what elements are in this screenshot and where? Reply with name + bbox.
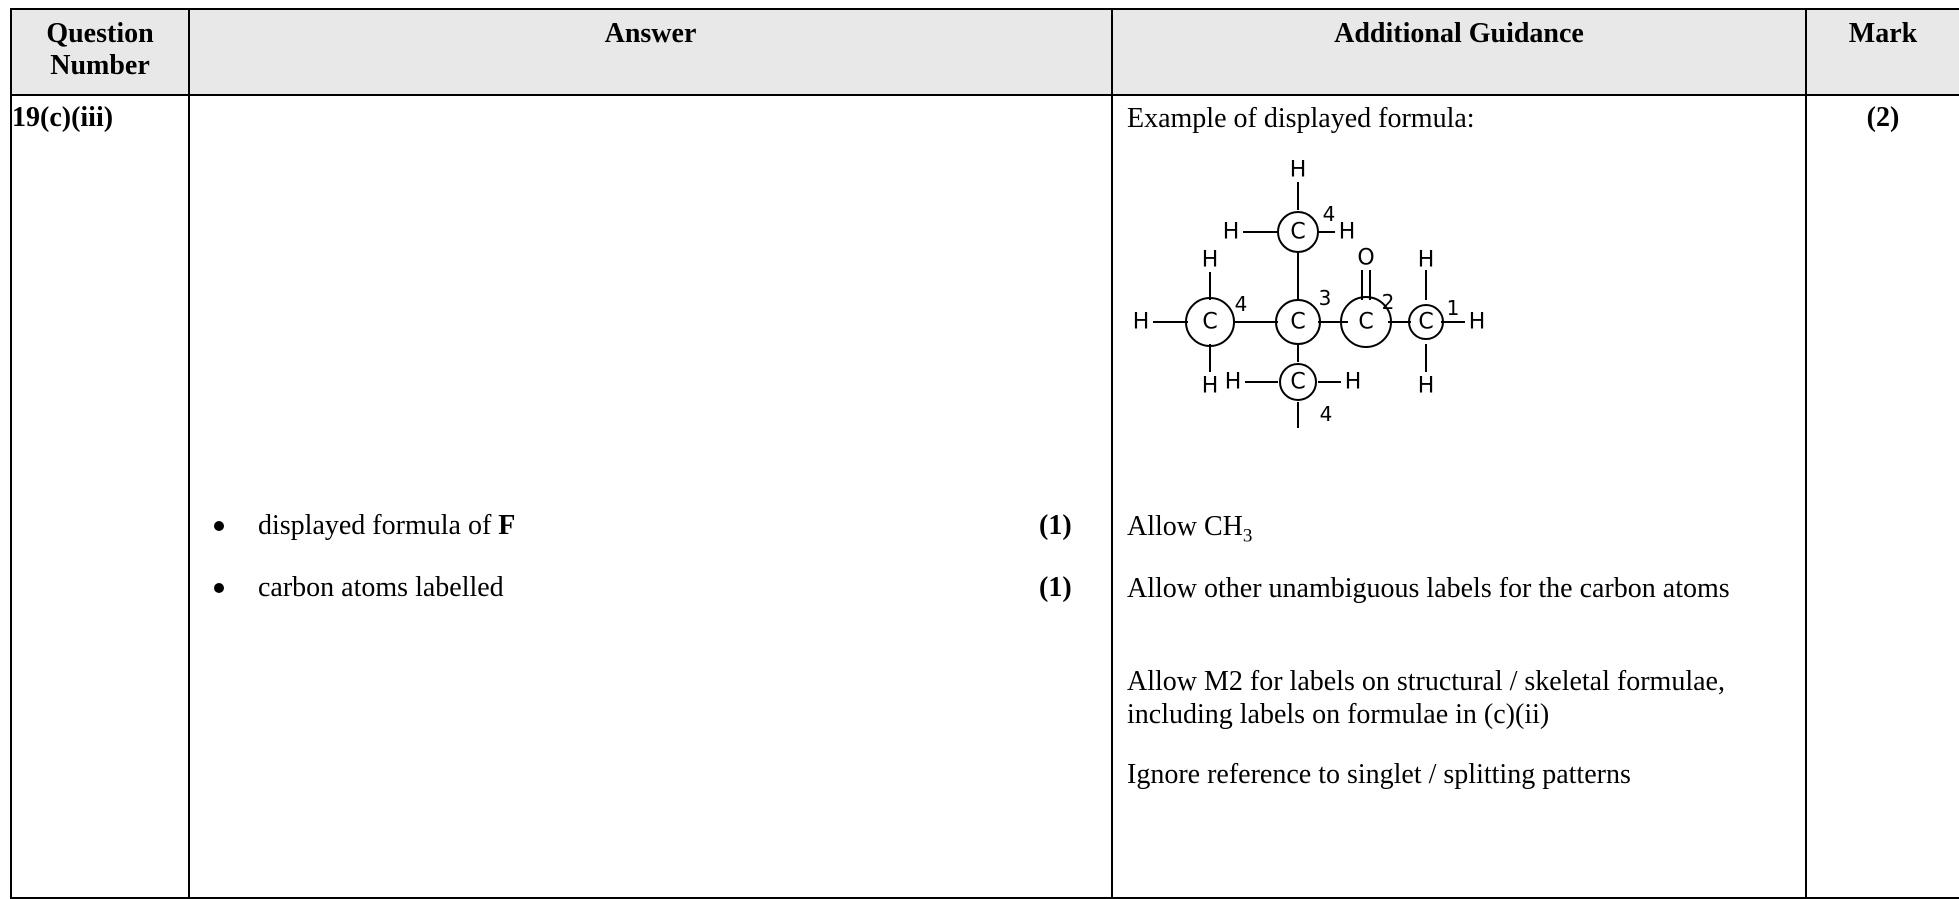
atom-h: H	[1345, 370, 1362, 395]
atom-o: O	[1357, 246, 1374, 271]
mark-scheme-table: Question Number Answer Additional Guidan…	[10, 8, 1959, 899]
guidance-ignore: Ignore reference to singlet / splitting …	[1127, 759, 1631, 790]
header-answer: Answer	[188, 8, 1113, 96]
atom-h: H	[1290, 158, 1307, 183]
guidance-allow-ch3: Allow CH3	[1127, 510, 1767, 553]
answer-text-2: carbon atoms labelled	[258, 572, 504, 603]
atom-h: H	[1225, 370, 1242, 395]
header-row: Question Number Answer Additional Guidan…	[10, 8, 1959, 96]
atom-c-left: C	[1202, 310, 1217, 335]
bullet-icon	[214, 520, 224, 531]
atom-h: H	[1418, 248, 1435, 273]
atom-h: H	[1290, 430, 1307, 433]
carbon-label-4-top: 4	[1323, 202, 1336, 226]
header-question-number-text: Question Number	[46, 18, 154, 81]
carbon-label-2: 2	[1382, 290, 1395, 314]
answer-bullet-2: carbon atoms labelled (1)	[214, 572, 1072, 604]
carbon-label-4-left: 4	[1235, 292, 1248, 316]
guidance-allow-m2: Allow M2 for labels on structural / skel…	[1127, 666, 1725, 730]
atom-h: H	[1202, 248, 1219, 273]
header-mark: Mark	[1805, 8, 1959, 96]
guidance-allow-labels: Allow other unambiguous labels for the c…	[1127, 573, 1730, 604]
question-number: 19(c)(iii)	[12, 102, 114, 133]
atom-h: H	[1223, 220, 1240, 245]
answer-mark-1: (1)	[1039, 510, 1072, 541]
guidance-cell: Example of displayed formula:	[1111, 94, 1807, 899]
answer-bold-1: F	[498, 510, 516, 541]
example-label: Example of displayed formula:	[1127, 103, 1475, 134]
carbon-label-3: 3	[1319, 286, 1332, 310]
answer-cell: displayed formula of F (1) carbon atoms …	[188, 94, 1113, 899]
carbon-label-1: 1	[1447, 296, 1460, 320]
atom-c-top: C	[1290, 220, 1305, 245]
guidance-allow-ch3-text: Allow CH	[1127, 511, 1243, 542]
atom-h: H	[1339, 220, 1356, 245]
answer-bullet-1: displayed formula of F (1)	[214, 510, 1072, 542]
table-row: 19(c)(iii) displayed formula of F (1) ca…	[10, 94, 1959, 899]
atom-c-right: C	[1418, 310, 1433, 335]
atom-h: H	[1469, 310, 1486, 335]
question-number-cell: 19(c)(iii)	[10, 94, 190, 899]
atom-h: H	[1418, 374, 1435, 399]
answer-mark-2: (1)	[1039, 572, 1072, 603]
total-mark: (2)	[1866, 102, 1900, 133]
atom-h: H	[1133, 310, 1150, 335]
mark-cell: (2)	[1805, 94, 1959, 899]
header-question-number: Question Number	[10, 8, 190, 96]
carbon-label-4-bottom: 4	[1320, 402, 1333, 426]
answer-text-1: displayed formula of	[258, 510, 499, 541]
displayed-formula-diagram: C C C C C C H H H H H H H H H	[1133, 158, 1486, 433]
header-guidance: Additional Guidance	[1111, 8, 1807, 96]
guidance-allow-ch3-subscript: 3	[1242, 525, 1253, 547]
atom-c-carbonyl: C	[1358, 310, 1373, 335]
atom-c-center: C	[1290, 310, 1305, 335]
bullet-icon	[214, 582, 224, 593]
atom-c-bottom: C	[1290, 370, 1305, 395]
atom-h: H	[1202, 374, 1219, 399]
